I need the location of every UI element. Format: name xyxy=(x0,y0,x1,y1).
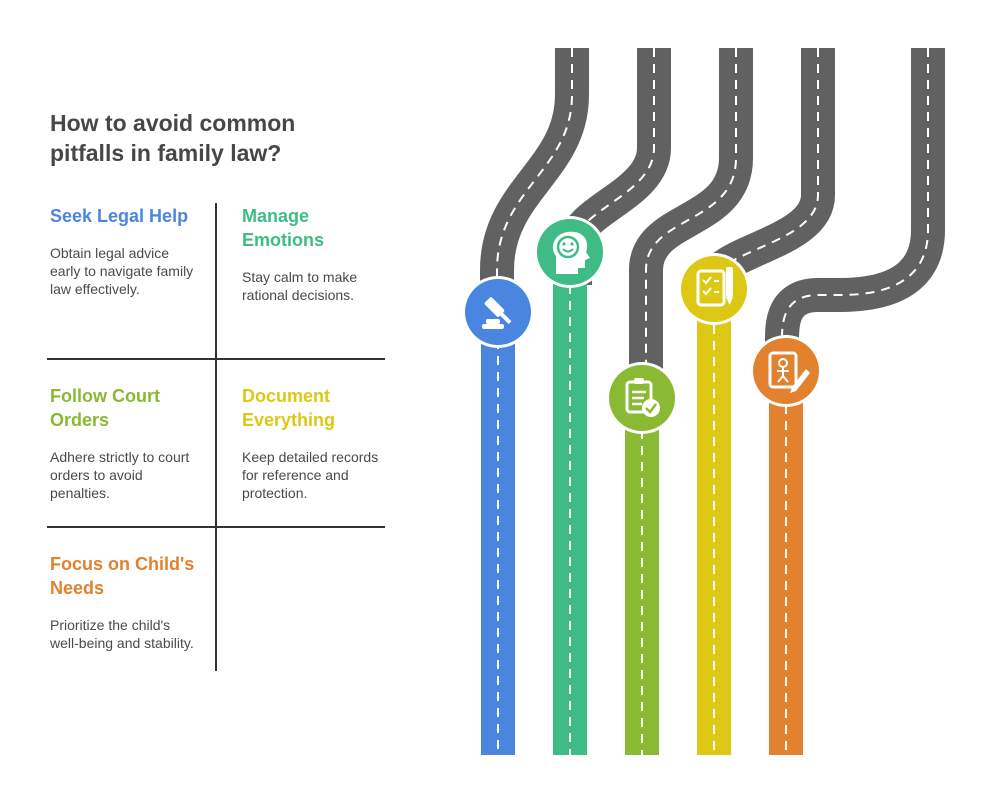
clipboard-check-icon xyxy=(606,362,678,434)
road-top-dashes xyxy=(496,48,929,378)
grid-divider-vertical xyxy=(215,203,217,671)
item-heading: Manage Emotions xyxy=(242,206,325,250)
lane-dashes xyxy=(497,285,787,755)
item-description: Keep detailed records for reference and … xyxy=(242,449,379,501)
item-heading: Seek Legal Help xyxy=(50,206,189,226)
item-follow-court-orders: Follow Court Orders Adhere strictly to c… xyxy=(50,384,200,502)
item-description: Obtain legal advice early to navigate fa… xyxy=(50,245,194,297)
emotion-head-icon xyxy=(534,216,606,288)
item-heading: Document Everything xyxy=(242,386,336,430)
item-document-everything: Document Everything Keep detailed record… xyxy=(242,384,392,502)
item-focus-on-childs-needs: Focus on Child's Needs Prioritize the ch… xyxy=(50,552,200,652)
item-description: Adhere strictly to court orders to avoid… xyxy=(50,449,190,501)
grid-divider-horizontal-1 xyxy=(47,358,385,360)
item-heading: Follow Court Orders xyxy=(50,386,160,430)
roads-graphic xyxy=(462,48,945,755)
item-heading: Focus on Child's Needs xyxy=(50,554,195,598)
item-manage-emotions: Manage Emotions Stay calm to make ration… xyxy=(242,204,392,304)
grid-divider-horizontal-2 xyxy=(47,526,385,528)
item-description: Prioritize the child's well-being and st… xyxy=(50,617,194,651)
road-top-3 xyxy=(629,48,753,378)
checklist-pen-icon xyxy=(678,253,750,325)
gavel-icon xyxy=(462,276,534,348)
item-seek-legal-help: Seek Legal Help Obtain legal advice earl… xyxy=(50,204,200,298)
item-description: Stay calm to make rational decisions. xyxy=(242,269,358,303)
page-title: How to avoid common pitfalls in family l… xyxy=(50,110,296,166)
child-care-icon xyxy=(750,335,822,407)
